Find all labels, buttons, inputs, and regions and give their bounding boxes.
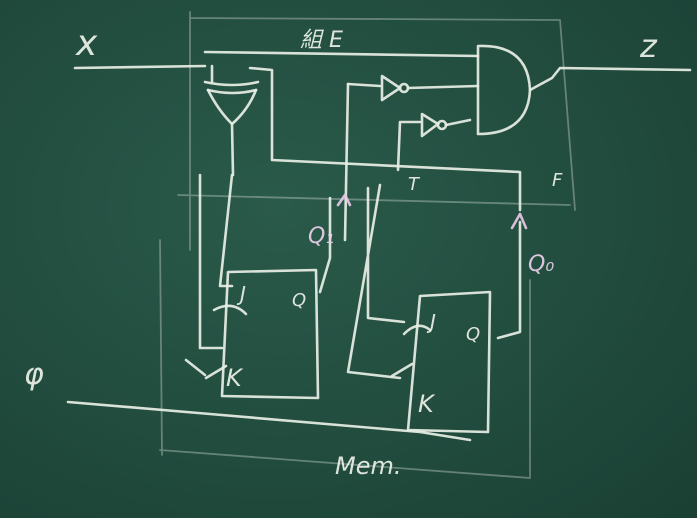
ff1-output-label: Q₁ bbox=[308, 224, 335, 249]
flip-flop-0 bbox=[346, 183, 528, 434]
mark-f-label: F bbox=[552, 170, 563, 191]
xor-gate bbox=[203, 80, 260, 177]
ff0-output-label: Q₀ bbox=[528, 252, 555, 277]
memory-frame bbox=[159, 239, 531, 479]
ff1-k-label: K bbox=[226, 364, 242, 392]
title-top-label: 組 E bbox=[300, 28, 343, 53]
not-gate-upper bbox=[343, 74, 480, 242]
mark-tick-label: T bbox=[408, 174, 419, 195]
clock-label: φ bbox=[24, 357, 44, 392]
ff1-q-label: Q bbox=[292, 290, 307, 311]
xor-input-wires bbox=[210, 64, 522, 212]
ff0-k-label: K bbox=[418, 390, 434, 418]
and-gate bbox=[476, 44, 692, 136]
output-z-label: z bbox=[640, 27, 657, 65]
top-wire bbox=[203, 50, 480, 58]
ff0-j-label: J bbox=[430, 310, 436, 334]
memory-label: Mem. bbox=[335, 452, 402, 480]
combinational-frame bbox=[177, 11, 576, 251]
ff1-j-label: J bbox=[240, 282, 246, 306]
input-x-label: x bbox=[76, 23, 98, 64]
input-x-wire bbox=[73, 64, 207, 70]
flip-flop-1 bbox=[184, 173, 352, 400]
not-gate-lower bbox=[396, 112, 472, 172]
clock-wire bbox=[66, 400, 472, 442]
ff0-q-label: Q bbox=[466, 324, 481, 345]
